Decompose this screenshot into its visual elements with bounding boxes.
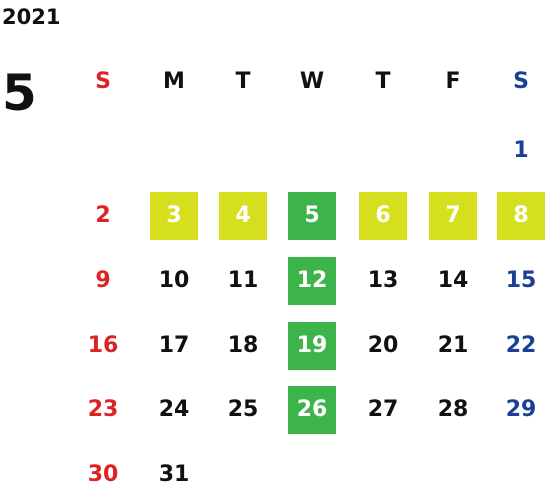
day-18: 18 <box>227 333 259 358</box>
day-29: 29 <box>505 397 537 422</box>
day-4: 4 <box>219 192 267 240</box>
day-2: 2 <box>95 203 111 228</box>
day-25: 25 <box>227 397 259 422</box>
day-28: 28 <box>437 397 469 422</box>
weekday-header-wed: W <box>299 69 325 94</box>
day-26: 26 <box>288 386 336 434</box>
day-3: 3 <box>150 192 198 240</box>
day-16: 16 <box>87 333 119 358</box>
day-31: 31 <box>158 462 190 487</box>
day-13: 13 <box>367 268 399 293</box>
day-5: 5 <box>288 192 336 240</box>
day-15: 15 <box>505 268 537 293</box>
day-27: 27 <box>367 397 399 422</box>
weekday-header-fri: F <box>445 69 461 94</box>
day-8: 8 <box>497 192 545 240</box>
weekday-header-thu: T <box>375 69 391 94</box>
day-24: 24 <box>158 397 190 422</box>
day-12: 12 <box>288 257 336 305</box>
day-20: 20 <box>367 333 399 358</box>
day-17: 17 <box>158 333 190 358</box>
day-6: 6 <box>359 192 407 240</box>
year-label: 2021 <box>2 5 61 29</box>
day-11: 11 <box>227 268 259 293</box>
month-number: 5 <box>2 64 37 122</box>
day-7: 7 <box>429 192 477 240</box>
day-10: 10 <box>158 268 190 293</box>
day-21: 21 <box>437 333 469 358</box>
day-19: 19 <box>288 322 336 370</box>
day-30: 30 <box>87 462 119 487</box>
day-14: 14 <box>437 268 469 293</box>
weekday-header-sat: S <box>513 69 529 94</box>
day-22: 22 <box>505 333 537 358</box>
weekday-header-tue: T <box>235 69 251 94</box>
day-23: 23 <box>87 397 119 422</box>
weekday-header-mon: M <box>163 69 185 94</box>
day-9: 9 <box>95 268 111 293</box>
day-1: 1 <box>513 138 529 163</box>
weekday-header-sun: S <box>95 69 111 94</box>
